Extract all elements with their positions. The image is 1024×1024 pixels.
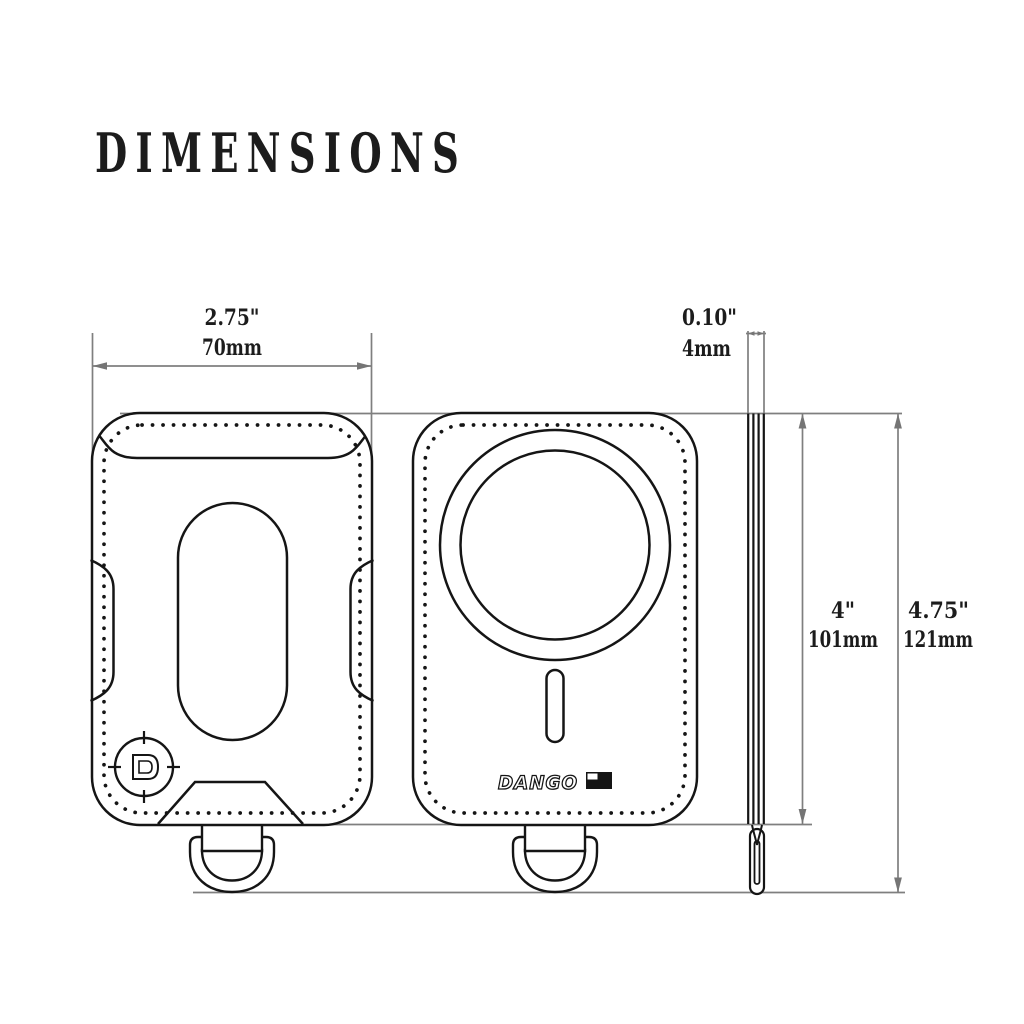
bottom-tab: [157, 780, 304, 825]
wordmark-text: DANGO: [498, 772, 578, 794]
width-label-mm: 70mm: [202, 335, 262, 361]
monogram-logo: [108, 731, 180, 803]
monogram-ticks: [108, 731, 180, 803]
width-arrow-left: [92, 362, 107, 370]
side-notch-left: [89, 558, 115, 703]
magsafe-ring-outer: [438, 428, 672, 662]
dimension-arrows: [92, 331, 902, 893]
back-body-outline: [411, 411, 699, 827]
thickness-arrow-right: [757, 331, 764, 336]
side-dring: [748, 824, 766, 896]
body-height-label-mm: 101mm: [808, 627, 878, 653]
back-stitching: [423, 423, 687, 815]
dring-strap: [523, 824, 587, 853]
side-notch-right: [349, 558, 375, 703]
back-view: DANGO: [411, 411, 699, 827]
lanyard-slot: [545, 668, 565, 744]
body-height-arrow-bottom: [798, 809, 807, 824]
thickness-arrow-left: [748, 331, 755, 336]
front-view-dring: [188, 824, 276, 894]
thickness-label-mm: 4mm: [682, 336, 731, 362]
body-height-arrow-top: [798, 413, 807, 429]
side-dring-inner: [753, 840, 761, 885]
side-profile-lines: [747, 413, 765, 824]
flag-notch: [587, 773, 598, 780]
side-dring-strap: [751, 824, 763, 846]
magsafe-ring-inner: [459, 449, 651, 641]
total-height-label-inches: 4.75": [908, 598, 969, 624]
monogram-letter: [132, 754, 160, 780]
card-slot-edge: [98, 435, 367, 460]
dring-strap: [200, 824, 264, 853]
total-height-arrow-top: [894, 413, 902, 429]
total-height-label-mm: 121mm: [903, 627, 973, 653]
brand-logo: DANGO: [497, 771, 612, 795]
dring-inner: [200, 848, 264, 882]
front-stitching: [102, 423, 362, 815]
front-view: [89, 411, 375, 827]
side-view: [747, 413, 766, 896]
body-height-label-inches: 4": [831, 598, 855, 624]
dring-inner: [523, 848, 587, 882]
thickness-label-inches: 0.10": [682, 305, 737, 331]
page-title: DIMENSIONS: [95, 121, 467, 185]
back-view-dring: [511, 824, 599, 894]
total-height-arrow-bottom: [894, 877, 902, 893]
thumb-slot: [176, 501, 289, 742]
width-label-inches: 2.75": [205, 305, 260, 331]
width-arrow-right: [357, 362, 372, 370]
